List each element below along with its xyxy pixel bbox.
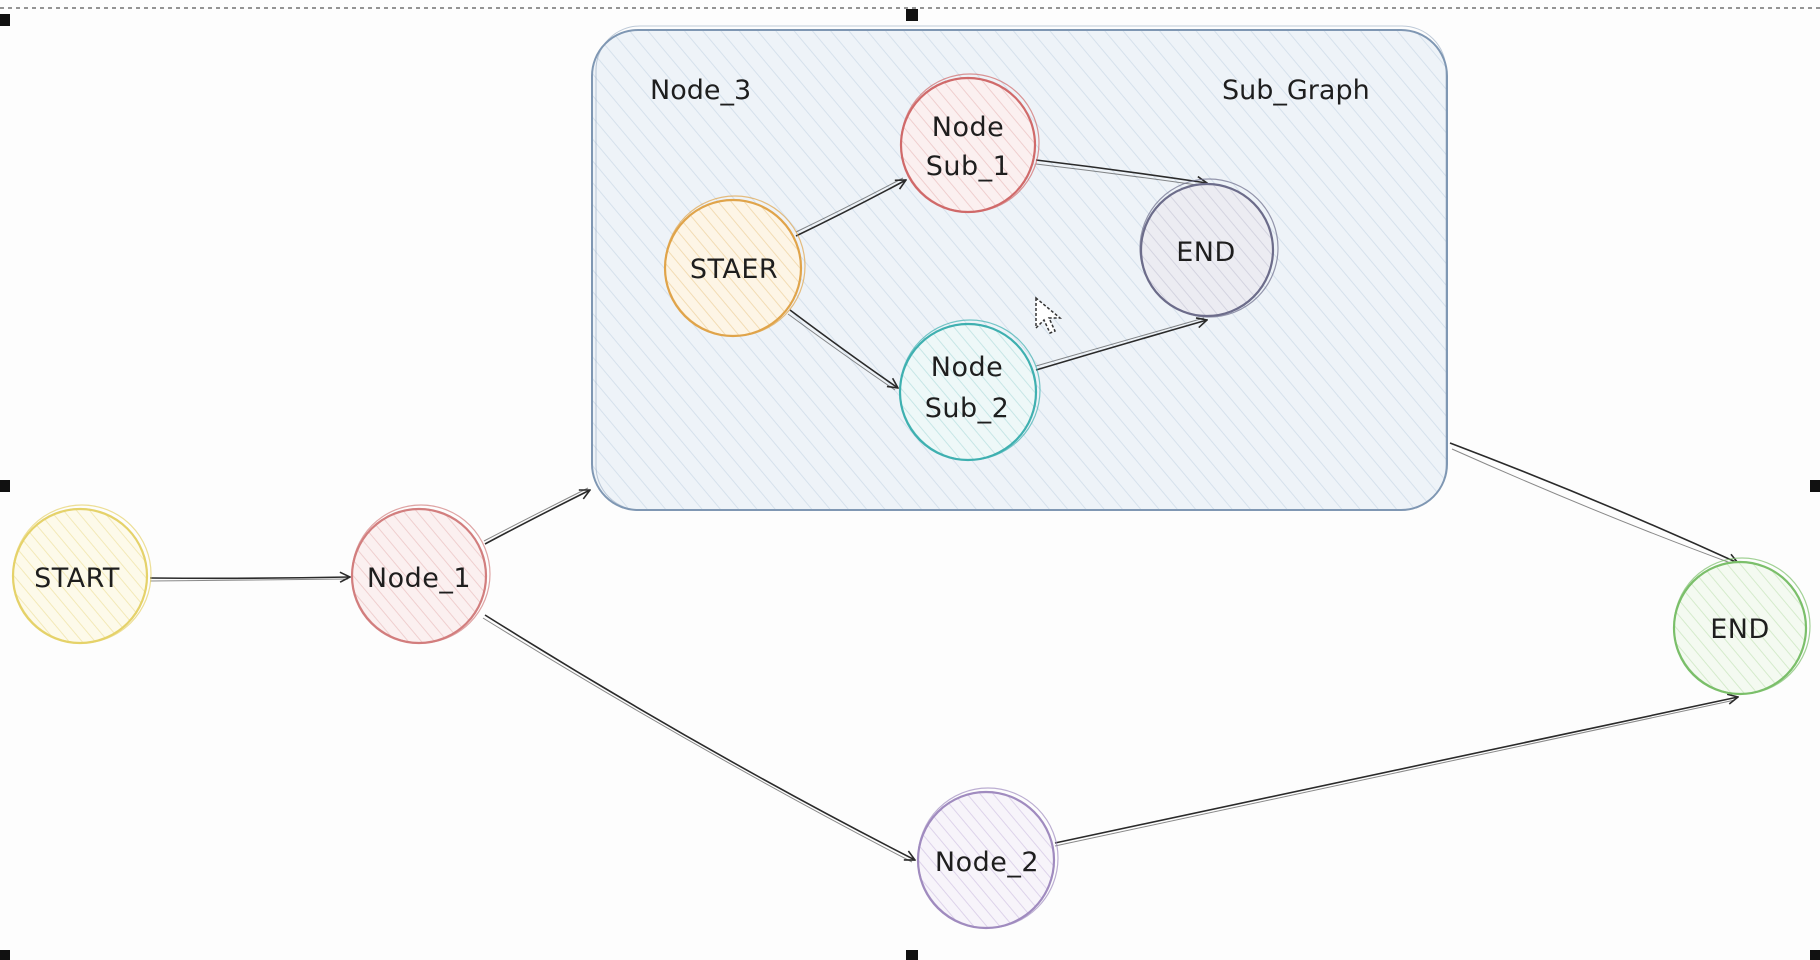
edge-node1-to-node2-sketch bbox=[482, 617, 913, 863]
edge-node1-to-subgraph[interactable] bbox=[484, 490, 590, 545]
node-start[interactable]: START bbox=[11, 504, 152, 645]
node-sub-end-circle-sketch bbox=[1139, 178, 1279, 318]
resize-handle-bottom-middle[interactable] bbox=[906, 950, 918, 960]
edge-subgraph-to-end[interactable] bbox=[1449, 442, 1738, 563]
node-node2[interactable]: Node_2 bbox=[916, 787, 1059, 930]
resize-handle-bottom-left[interactable] bbox=[0, 950, 10, 960]
edge-substart-to-sub2[interactable] bbox=[789, 309, 898, 388]
subgraph-title-label: Sub_Graph bbox=[1222, 75, 1370, 106]
resize-handle-top-left[interactable] bbox=[0, 14, 10, 26]
edges bbox=[149, 159, 1738, 863]
node-end-label: END bbox=[1710, 614, 1770, 645]
edge-node1-to-subgraph-sketch bbox=[483, 487, 589, 542]
resize-handle-middle-left[interactable] bbox=[0, 480, 10, 492]
node-end-circle-sketch bbox=[1673, 557, 1811, 695]
node-sub-end-label: END bbox=[1176, 237, 1236, 268]
node-node1-label: Node_1 bbox=[367, 563, 471, 594]
edge-subgraph-to-end-sketch bbox=[1451, 448, 1737, 566]
node-end[interactable]: END bbox=[1672, 557, 1811, 696]
node-sub1-circle-sketch bbox=[900, 73, 1040, 213]
node-sub-start-label: STAER bbox=[690, 254, 778, 285]
edge-node1-to-node2[interactable] bbox=[484, 614, 915, 860]
node-start-label: START bbox=[34, 563, 120, 594]
node-sub-end[interactable]: END bbox=[1139, 178, 1279, 318]
subgraph-left-label: Node_3 bbox=[650, 75, 751, 106]
node-sub-start-circle-sketch bbox=[664, 195, 806, 337]
edge-substart-to-sub1-sketch bbox=[795, 177, 904, 233]
edge-sub2-to-subend[interactable] bbox=[1035, 320, 1207, 371]
edge-sub2-to-subend-sketch bbox=[1035, 317, 1205, 367]
node-node2-label: Node_2 bbox=[935, 847, 1039, 878]
edge-start-to-node1-sketch bbox=[149, 578, 349, 582]
edge-node2-to-end-sketch bbox=[1054, 699, 1736, 847]
node-sub2[interactable]: Node Sub_2 bbox=[898, 319, 1041, 462]
node-node2-circle-sketch bbox=[917, 787, 1059, 929]
subgraph-border-sketch bbox=[595, 25, 1447, 511]
selection-frame[interactable] bbox=[0, 7, 1820, 960]
edge-substart-to-sub1[interactable] bbox=[795, 180, 906, 237]
node-node1-circle-sketch bbox=[351, 504, 491, 644]
node-sub-start[interactable]: STAER bbox=[663, 195, 806, 338]
node-start-circle-sketch bbox=[12, 504, 152, 644]
node-node1[interactable]: Node_1 bbox=[350, 504, 491, 645]
resize-handle-bottom-right[interactable] bbox=[1810, 950, 1820, 960]
resize-handle-top-middle[interactable] bbox=[906, 9, 918, 21]
resize-handle-middle-right[interactable] bbox=[1810, 480, 1820, 492]
edge-sub1-to-subend[interactable] bbox=[1035, 159, 1207, 183]
node-sub1-label-line2: Sub_1 bbox=[926, 151, 1011, 182]
edge-substart-to-sub2-sketch bbox=[787, 313, 896, 391]
edge-node2-to-end[interactable] bbox=[1054, 697, 1738, 844]
node-sub2-label-line2: Sub_2 bbox=[925, 393, 1010, 424]
subgraph-group[interactable]: Node_3 Sub_Graph bbox=[591, 25, 1448, 511]
node-sub-end-circle bbox=[1139, 182, 1275, 318]
node-sub1-label-line1: Node bbox=[932, 112, 1004, 143]
edge-start-to-node1[interactable] bbox=[149, 577, 350, 578]
subgraph-fill bbox=[592, 30, 1447, 510]
mouse-cursor-icon bbox=[1035, 296, 1063, 334]
node-sub2-circle-sketch bbox=[899, 319, 1041, 461]
node-sub1[interactable]: Node Sub_1 bbox=[899, 73, 1040, 214]
node-sub2-label-line1: Node bbox=[931, 352, 1003, 383]
